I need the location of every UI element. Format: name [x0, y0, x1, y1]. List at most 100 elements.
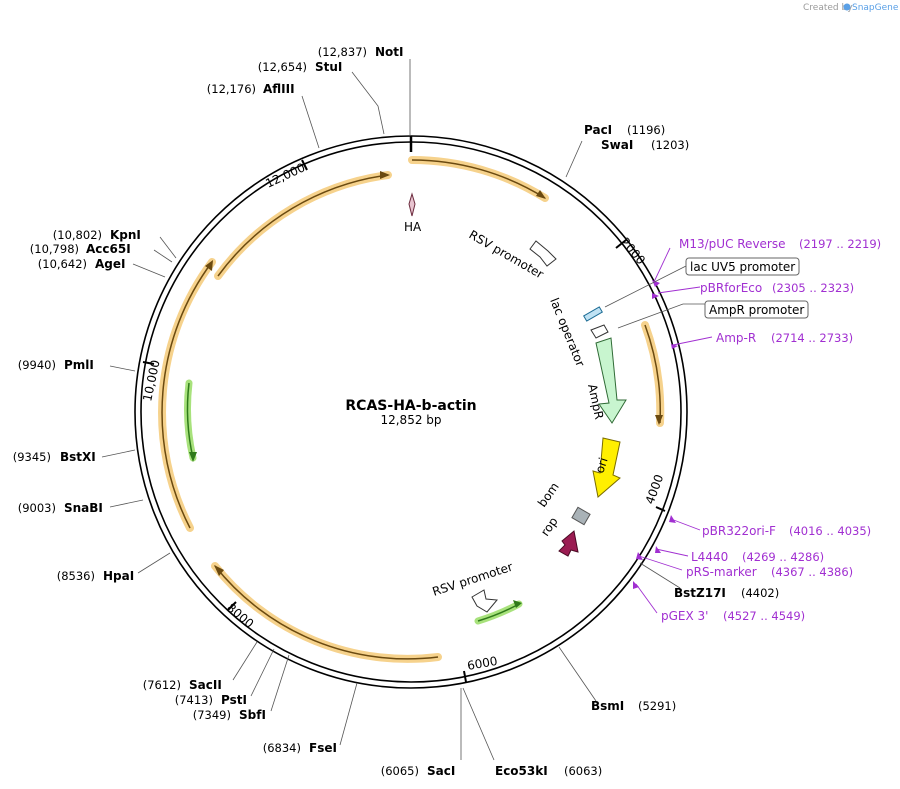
leader-eco53ki [462, 687, 495, 761]
enzyme-pos-aflii: (12,176) [207, 82, 256, 96]
orf-arc-left-head [205, 260, 213, 271]
leader-fsei [339, 682, 358, 746]
leader-agei [132, 263, 166, 278]
plasmid-size: 12,852 bp [380, 413, 441, 427]
primer-marker-l4440 [655, 546, 661, 553]
enzyme-name-eco53ki: Eco53kI [495, 764, 548, 778]
leader-lac-uv5 [604, 265, 687, 308]
enzyme-pos-fsei: (6834) [263, 741, 301, 755]
enzyme-name-paci: PacI [584, 123, 612, 137]
plasmid-name: RCAS-HA-b-actin [345, 398, 476, 414]
leader-ampr-promoter [617, 303, 705, 329]
leader-hpai [137, 552, 171, 574]
box-leaders [604, 265, 705, 329]
enzyme-pos-kpni: (10,802) [53, 228, 102, 242]
primer-range-amp-r: (2714 .. 2733) [771, 331, 853, 345]
tick-12000 [301, 159, 308, 171]
leader-pmli [109, 365, 136, 372]
enzyme-leaders [101, 59, 681, 761]
enzyme-pos-acc65i: (10,798) [30, 242, 79, 256]
lac-uv5-promoter-label: lac UV5 promoter [690, 260, 795, 274]
enzyme-name-psti: PstI [221, 693, 247, 707]
primer-range-prs: (4367 .. 4386) [771, 565, 853, 579]
orf-arc-right-head [655, 415, 663, 425]
primer-name-l4440: L4440 [691, 550, 728, 564]
tick-label-6000: 6000 [466, 654, 499, 673]
enzyme-labels: (12,837) NotI (12,654) StuI (12,176) Afl… [13, 45, 780, 778]
enzyme-pos-hpai: (8536) [57, 569, 95, 583]
rsv-promoter-2-label: RSV promoter [431, 560, 515, 599]
leader-pbrforeco [657, 286, 701, 294]
lac-operator-icon [583, 306, 603, 322]
enzyme-name-saci: SacI [427, 764, 455, 778]
enzyme-pos-bstxi: (9345) [13, 450, 51, 464]
primer-name-pbrforeco: pBRforEco [700, 281, 762, 295]
ampr-label: AmpR [585, 383, 606, 421]
leader-snabi [109, 499, 144, 508]
green-arc-left-head [189, 452, 197, 462]
rsv-promoter-1-icon [529, 240, 557, 267]
ha-feature-icon [408, 192, 416, 217]
bom-label: bom [535, 480, 562, 510]
credit-prefix: Created by [803, 3, 853, 13]
ampr-feature-icon [595, 337, 627, 424]
tick-8000 [227, 601, 237, 611]
orf-arc-bottom-head [214, 565, 224, 576]
ori-label: ori [593, 456, 611, 475]
ampr-promoter-box: AmpR promoter [704, 300, 809, 319]
primer-range-m13: (2197 .. 2219) [799, 237, 881, 251]
tick-10000 [142, 361, 155, 365]
enzyme-name-bstz17i: BstZ17I [674, 586, 726, 600]
tick-2000 [615, 239, 627, 249]
ha-label: HA [404, 220, 422, 234]
enzyme-name-swai: SwaI [601, 138, 633, 152]
enzyme-pos-psti: (7413) [175, 693, 213, 707]
primer-markers [633, 280, 678, 589]
orf-arc-bottom-line [214, 565, 439, 660]
enzyme-pos-eco53ki: (6063) [564, 764, 602, 778]
rop-label: rop [538, 515, 561, 539]
enzyme-pos-swai: (1203) [651, 138, 689, 152]
leader-bstxi [101, 449, 136, 458]
primer-marker-amp-r [671, 344, 678, 349]
tick-6000 [463, 670, 467, 683]
leader-psti [250, 648, 275, 697]
leader-stui [351, 71, 385, 135]
amp-promoter-icon [590, 324, 609, 339]
enzyme-name-hpai: HpaI [103, 569, 134, 583]
enzyme-pos-sacii: (7612) [143, 678, 181, 692]
enzyme-name-fsei: FseI [309, 741, 337, 755]
enzyme-name-sbfi: SbfI [239, 708, 266, 722]
enzyme-pos-bstz17i: (4402) [741, 586, 779, 600]
ampr-promoter-label: AmpR promoter [709, 303, 804, 317]
rsv-promoter-2-icon [471, 589, 498, 613]
leader-kpni [159, 236, 177, 259]
orf-arc-topleft-head [380, 171, 390, 179]
enzyme-name-kpni: KpnI [110, 228, 141, 242]
primer-marker-pbrforeco [652, 293, 659, 299]
leader-m13 [653, 247, 671, 283]
leader-amp-r [672, 336, 713, 346]
enzyme-pos-noti: (12,837) [318, 45, 367, 59]
leader-pgex [635, 583, 658, 614]
leader-bsmi [558, 646, 597, 702]
enzyme-name-aflii: AflIII [263, 82, 295, 96]
orf-arc-top [408, 156, 549, 202]
tick-label-12000: 12,000 [263, 160, 307, 190]
primer-name-pbr322: pBR322ori-F [702, 524, 776, 538]
leader-pbr322 [670, 518, 701, 531]
enzyme-name-acc65i: Acc65I [86, 242, 131, 256]
tick-label-4000: 4000 [643, 473, 667, 506]
enzyme-pos-agei: (10,642) [38, 257, 87, 271]
enzyme-name-pmli: PmlI [64, 358, 94, 372]
backbone [134, 135, 688, 689]
enzyme-name-bsmi: BsmI [591, 699, 624, 713]
credit-brand: SnapGene [852, 3, 899, 13]
enzyme-pos-stui: (12,654) [258, 60, 307, 74]
enzyme-pos-snabi: (9003) [18, 501, 56, 515]
primer-marker-prs [636, 552, 643, 560]
primer-leaders [635, 247, 713, 614]
primer-range-l4440: (4269 .. 4286) [742, 550, 824, 564]
leader-prs [638, 555, 683, 571]
orf-arcs [158, 156, 665, 663]
